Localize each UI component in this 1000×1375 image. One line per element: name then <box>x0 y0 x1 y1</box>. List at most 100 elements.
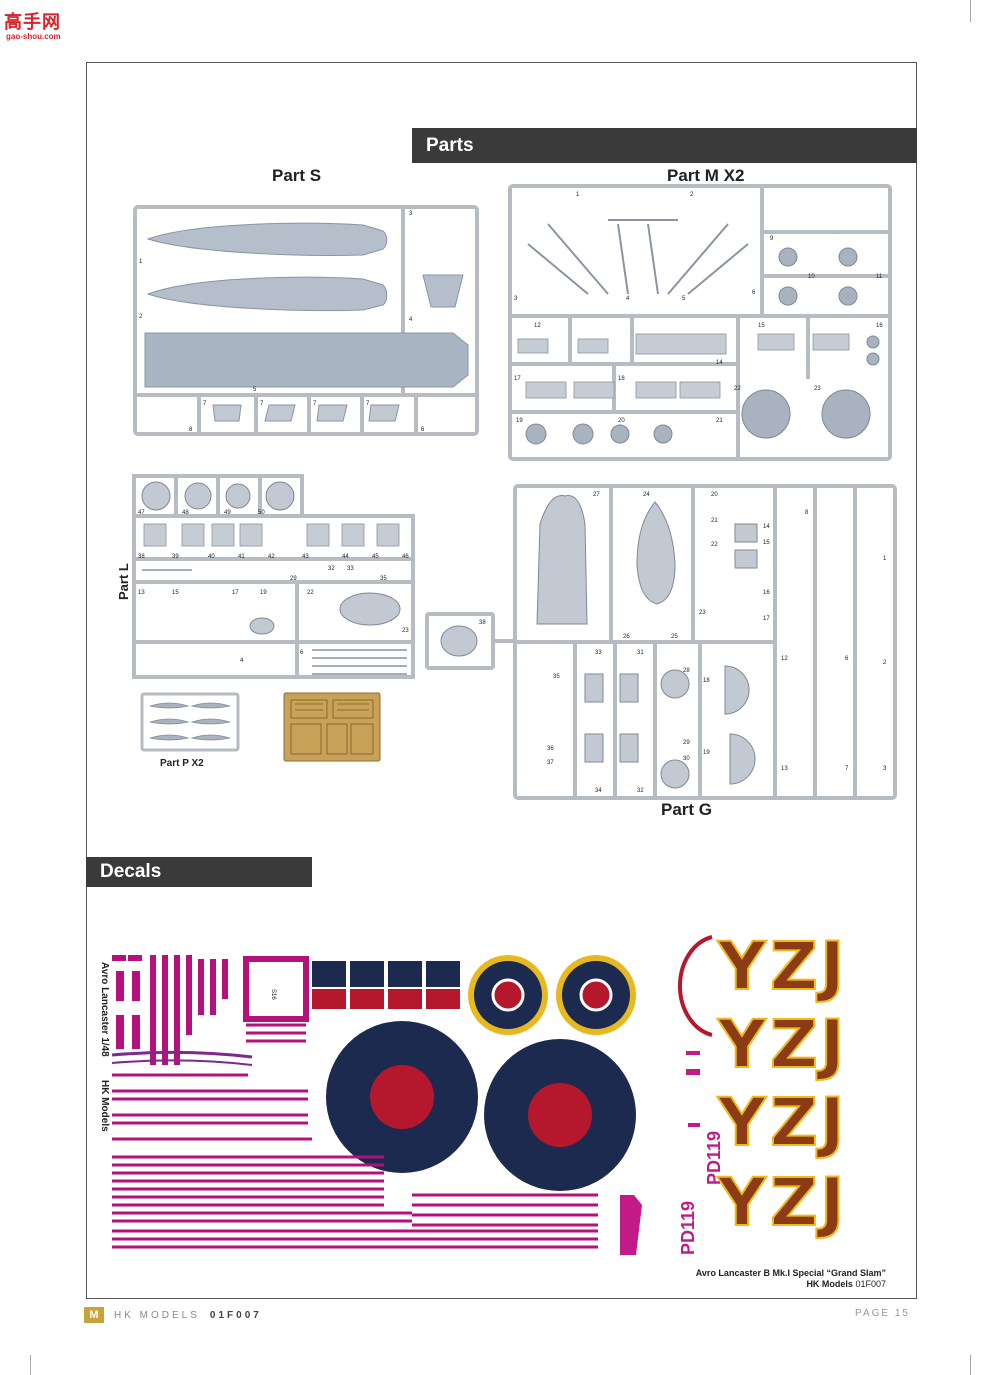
svg-text:29: 29 <box>683 740 690 746</box>
svg-text:6: 6 <box>300 650 304 656</box>
parts-section-title: Parts <box>426 134 474 156</box>
svg-text:20: 20 <box>618 418 625 424</box>
svg-text:4: 4 <box>626 296 630 302</box>
svg-text:18: 18 <box>618 376 625 382</box>
svg-text:5: 5 <box>253 387 257 393</box>
decal-sheet-brand-label: HK Models <box>99 1080 110 1132</box>
svg-text:1: 1 <box>576 192 580 198</box>
svg-text:12: 12 <box>534 323 541 329</box>
svg-text:17: 17 <box>763 616 770 622</box>
svg-text:2: 2 <box>690 192 694 198</box>
svg-text:38: 38 <box>479 620 486 626</box>
svg-text:42: 42 <box>268 554 275 560</box>
svg-text:2: 2 <box>139 314 143 320</box>
watermark-url: gao-shou.com <box>6 32 61 41</box>
svg-text:17: 17 <box>514 376 521 382</box>
svg-text:5: 5 <box>682 296 686 302</box>
svg-text:12: 12 <box>781 656 788 662</box>
decal-caption: Avro Lancaster B Mk.I Special “Grand Sla… <box>640 1268 886 1290</box>
svg-text:3: 3 <box>409 211 413 217</box>
svg-text:1: 1 <box>883 556 887 562</box>
decal-sheet: S16 <box>112 935 713 1255</box>
svg-text:13: 13 <box>138 590 145 596</box>
svg-text:34: 34 <box>595 788 602 794</box>
crop-mark <box>970 1355 971 1375</box>
sprue-m-title: Part M X2 <box>667 166 745 185</box>
svg-text:16: 16 <box>876 323 883 329</box>
svg-text:15: 15 <box>763 540 770 546</box>
svg-text:11: 11 <box>876 274 883 280</box>
svg-text:6: 6 <box>752 290 756 296</box>
svg-text:37: 37 <box>547 760 554 766</box>
svg-text:7: 7 <box>203 401 207 407</box>
sprue-p <box>140 692 240 752</box>
svg-text:Y: Y <box>717 1084 767 1161</box>
svg-text:Z: Z <box>770 928 818 1005</box>
svg-text:49: 49 <box>224 510 231 516</box>
svg-text:29: 29 <box>290 576 297 582</box>
parts-section-header: Parts <box>412 128 917 163</box>
svg-text:13: 13 <box>781 766 788 772</box>
svg-text:44: 44 <box>342 554 349 560</box>
svg-text:1: 1 <box>139 259 143 265</box>
sprue-g-title: Part G <box>661 800 713 819</box>
svg-text:23: 23 <box>402 628 409 634</box>
svg-text:15: 15 <box>172 590 179 596</box>
svg-text:35: 35 <box>553 674 560 680</box>
svg-text:32: 32 <box>328 566 335 572</box>
svg-text:35: 35 <box>380 576 387 582</box>
svg-text:19: 19 <box>260 590 267 596</box>
svg-text:22: 22 <box>307 590 314 596</box>
crop-mark <box>30 1355 31 1375</box>
svg-text:3: 3 <box>514 296 518 302</box>
svg-text:3: 3 <box>883 766 887 772</box>
svg-text:6: 6 <box>421 427 425 433</box>
svg-text:41: 41 <box>238 554 245 560</box>
watermark-cn-text: 高手网 <box>4 12 61 33</box>
svg-text:16: 16 <box>763 590 770 596</box>
svg-text:Z: Z <box>770 1006 818 1083</box>
svg-text:43: 43 <box>302 554 309 560</box>
decal-caption-brand: HK Models <box>806 1279 853 1289</box>
svg-text:7: 7 <box>845 766 849 772</box>
serial-number: PD119 <box>678 1200 698 1255</box>
svg-text:33: 33 <box>595 650 602 656</box>
svg-text:26: 26 <box>623 634 630 640</box>
sprue-s-title: Part S <box>272 166 322 185</box>
svg-text:J: J <box>816 1084 845 1161</box>
decal-caption-title: Avro Lancaster B Mk.I Special “Grand Sla… <box>695 1268 886 1278</box>
svg-text:33: 33 <box>347 566 354 572</box>
svg-text:47: 47 <box>138 510 145 516</box>
page-frame <box>86 62 917 1299</box>
svg-text:27: 27 <box>593 492 600 498</box>
decal-caption-code: 01F007 <box>855 1279 886 1289</box>
svg-text:24: 24 <box>643 492 650 498</box>
svg-text:21: 21 <box>711 518 718 524</box>
sprue-p-title: Part P X2 <box>160 758 204 769</box>
hk-models-logo: M <box>84 1307 104 1323</box>
sprue-l-title: Part L <box>116 563 131 600</box>
svg-text:14: 14 <box>763 524 770 530</box>
svg-text:8: 8 <box>189 427 193 433</box>
svg-text:40: 40 <box>208 554 215 560</box>
svg-text:14: 14 <box>716 360 723 366</box>
footer-brand: HK MODELS <box>114 1309 200 1321</box>
svg-text:7: 7 <box>260 401 264 407</box>
svg-text:48: 48 <box>182 510 189 516</box>
svg-text:22: 22 <box>711 542 718 548</box>
svg-text:15: 15 <box>758 323 765 329</box>
svg-text:36: 36 <box>547 746 554 752</box>
svg-text:21: 21 <box>716 418 723 424</box>
svg-text:7: 7 <box>366 401 370 407</box>
svg-text:45: 45 <box>372 554 379 560</box>
svg-text:22: 22 <box>734 386 741 392</box>
svg-text:4: 4 <box>240 658 244 664</box>
svg-text:46: 46 <box>402 554 409 560</box>
svg-text:32: 32 <box>637 788 644 794</box>
svg-text:Y: Y <box>717 928 767 1005</box>
svg-text:Z: Z <box>770 1164 818 1241</box>
watermark-logo: 高手网 gao-shou.com <box>4 8 74 44</box>
